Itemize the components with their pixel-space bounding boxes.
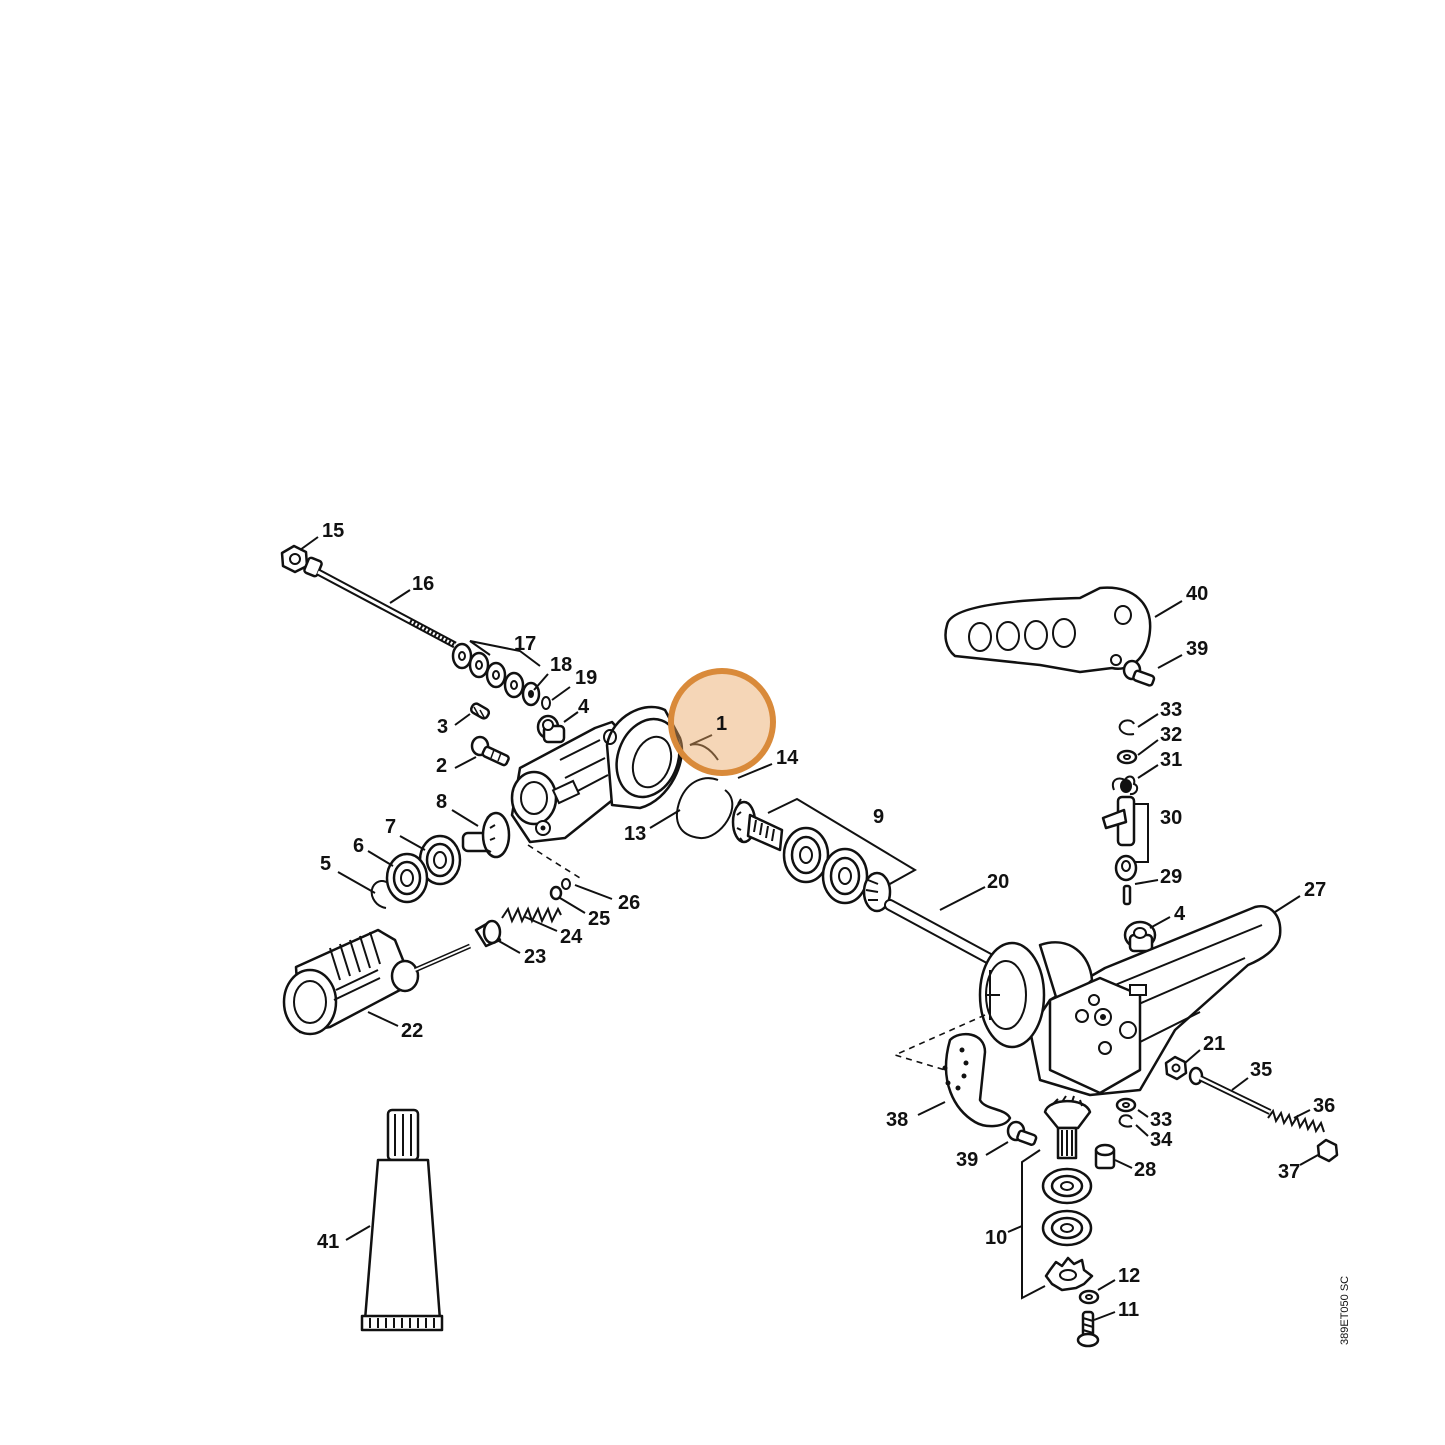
label-21[interactable]: 21 — [1203, 1033, 1225, 1055]
label-29[interactable]: 29 — [1160, 866, 1182, 888]
part-15-nut[interactable] — [280, 544, 309, 574]
part-9-bearings[interactable] — [782, 826, 892, 913]
part-4-plug-left[interactable] — [536, 714, 566, 744]
label-7[interactable]: 7 — [385, 816, 396, 838]
part-30-latch-pin[interactable] — [1101, 795, 1138, 882]
bracket-10 — [1021, 1149, 1046, 1300]
label-5[interactable]: 5 — [320, 853, 331, 875]
part-8-pinion[interactable] — [461, 811, 511, 859]
part-6-bearing[interactable] — [385, 852, 429, 904]
part-39-screw-bottom[interactable] — [1006, 1120, 1038, 1146]
label-23[interactable]: 23 — [524, 946, 546, 968]
label-1[interactable]: 1 — [716, 713, 727, 735]
bracket-30 — [1135, 803, 1149, 863]
part-23-sleeve[interactable] — [474, 919, 502, 948]
label-37[interactable]: 37 — [1278, 1161, 1300, 1183]
part-spline-shaft[interactable] — [731, 798, 784, 852]
part-25-ring[interactable] — [549, 885, 563, 901]
label-24[interactable]: 24 — [560, 926, 583, 948]
label-31[interactable]: 31 — [1160, 749, 1182, 771]
label-41[interactable]: 41 — [317, 1231, 339, 1253]
label-38[interactable]: 38 — [886, 1109, 908, 1131]
part-bevel-gear[interactable] — [1043, 1095, 1092, 1160]
label-39-top[interactable]: 39 — [1186, 638, 1208, 660]
label-3[interactable]: 3 — [437, 716, 448, 738]
leader-lines — [299, 536, 1319, 1321]
part-11-screw[interactable] — [1076, 1310, 1100, 1348]
part-33-clip-top[interactable] — [1118, 719, 1135, 736]
label-27[interactable]: 27 — [1304, 879, 1326, 901]
label-25[interactable]: 25 — [588, 908, 610, 930]
part-22-handle-grip[interactable] — [282, 928, 471, 1036]
part-2-screw[interactable] — [470, 735, 510, 767]
part-19-ring[interactable] — [541, 696, 551, 710]
part-29-pin[interactable] — [1122, 884, 1132, 906]
part-34-clip[interactable] — [1118, 1114, 1133, 1128]
label-13[interactable]: 13 — [624, 823, 646, 845]
part-13-circlip[interactable] — [675, 777, 734, 840]
part-20-shaft[interactable] — [884, 899, 994, 964]
label-22[interactable]: 22 — [401, 1020, 423, 1042]
label-4-right[interactable]: 4 — [1174, 903, 1186, 925]
label-26[interactable]: 26 — [618, 892, 640, 914]
part-38-guard[interactable] — [942, 1032, 1012, 1128]
label-34[interactable]: 34 — [1150, 1129, 1173, 1151]
label-17[interactable]: 17 — [514, 633, 536, 655]
part-4-plug-right[interactable] — [1123, 920, 1157, 953]
part-sprocket[interactable] — [1044, 1256, 1094, 1292]
part-35-bolt[interactable] — [1188, 1066, 1272, 1115]
part-3-screw[interactable] — [469, 702, 491, 720]
label-30[interactable]: 30 — [1160, 807, 1182, 829]
label-6[interactable]: 6 — [353, 835, 364, 857]
part-16-bolt[interactable] — [303, 556, 457, 649]
label-28[interactable]: 28 — [1134, 1159, 1156, 1181]
part-26-ring[interactable] — [561, 878, 571, 890]
label-32[interactable]: 32 — [1160, 724, 1182, 746]
label-36[interactable]: 36 — [1313, 1095, 1335, 1117]
part-1-gear-housing[interactable] — [510, 705, 690, 844]
label-11[interactable]: 11 — [1118, 1299, 1139, 1321]
part-39-screw-top[interactable] — [1122, 659, 1156, 687]
part-31-spring[interactable] — [1112, 775, 1139, 796]
bracket-9 — [767, 797, 917, 886]
part-33-clip-bottom[interactable] — [1115, 1097, 1137, 1113]
part-28-sleeve[interactable] — [1094, 1143, 1116, 1170]
part-10-bearings[interactable] — [1041, 1167, 1093, 1247]
part-32-washer[interactable] — [1116, 749, 1138, 765]
label-12[interactable]: 12 — [1118, 1265, 1140, 1287]
label-9[interactable]: 9 — [873, 806, 884, 828]
part-27-gearbox-housing[interactable] — [978, 904, 1282, 1097]
label-20[interactable]: 20 — [987, 871, 1009, 893]
label-35[interactable]: 35 — [1250, 1059, 1272, 1081]
part-17-washers[interactable] — [451, 642, 525, 699]
label-40[interactable]: 40 — [1186, 583, 1208, 605]
part-labels: 1 2 3 4 5 6 7 8 9 10 11 12 13 14 15 16 1… — [317, 520, 1335, 1321]
label-39-bottom[interactable]: 39 — [956, 1149, 978, 1171]
label-18[interactable]: 18 — [550, 654, 572, 676]
label-2[interactable]: 2 — [436, 755, 447, 777]
label-10[interactable]: 10 — [985, 1227, 1007, 1249]
part-41-grease-tube[interactable] — [360, 1108, 444, 1332]
part-40-lever[interactable] — [944, 586, 1152, 674]
drawing-reference: 389ET050 SC — [1339, 1276, 1351, 1345]
label-33-bottom[interactable]: 33 — [1150, 1109, 1172, 1131]
label-14[interactable]: 14 — [776, 747, 799, 769]
label-19[interactable]: 19 — [575, 667, 597, 689]
label-33-top[interactable]: 33 — [1160, 699, 1182, 721]
label-15[interactable]: 15 — [322, 520, 344, 542]
assembly-guide-line — [527, 844, 581, 879]
part-5-snap-ring[interactable] — [370, 879, 389, 909]
part-21-nut[interactable] — [1164, 1055, 1188, 1081]
guard-guide-line — [892, 1014, 986, 1071]
part-37-nut[interactable] — [1316, 1138, 1339, 1163]
label-8[interactable]: 8 — [436, 791, 447, 813]
part-12-washer[interactable] — [1078, 1289, 1100, 1305]
label-16[interactable]: 16 — [412, 573, 434, 595]
label-4-left[interactable]: 4 — [578, 696, 590, 718]
highlight-marker[interactable] — [668, 668, 776, 776]
